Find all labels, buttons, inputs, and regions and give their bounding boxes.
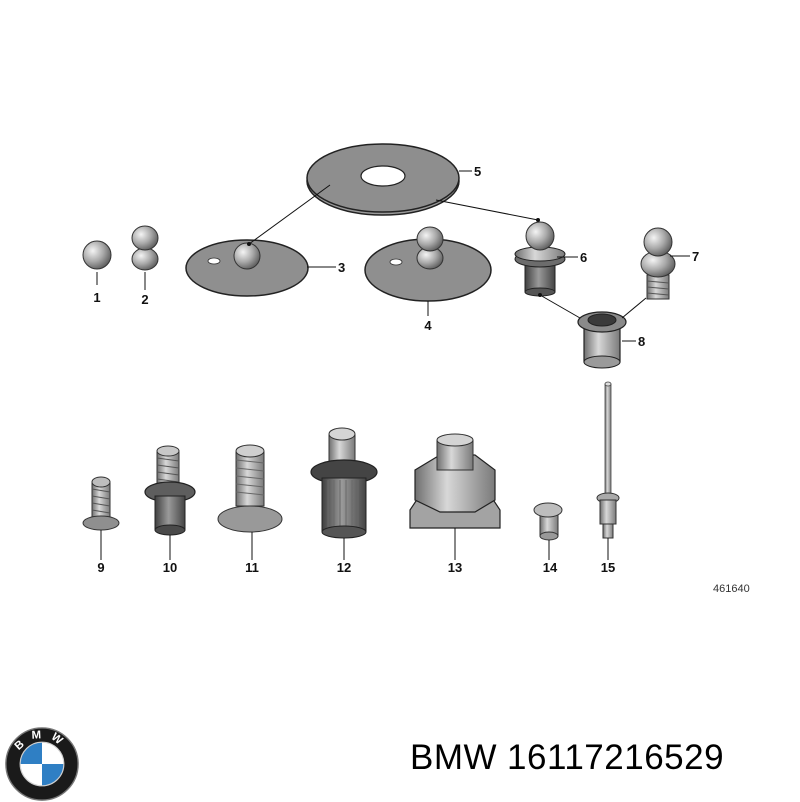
callout-5: 5 [474,164,481,179]
leader-dots [247,218,542,297]
part-8-rivet-nut [577,311,627,369]
callout-1: 1 [93,290,100,305]
part-5-washer [306,143,460,216]
caption-part-number: 16117216529 [507,738,725,777]
part-2-double-ball [131,225,159,271]
callout-9: 9 [97,560,104,575]
figure-number: 461640 [713,583,750,595]
callout-2: 2 [141,292,148,307]
callout-10: 10 [163,560,177,575]
callout-13: 13 [448,560,462,575]
callout-12: 12 [337,560,351,575]
logo-quadrant-tl [20,742,42,764]
part-15-blind-rivet [596,381,620,539]
callout-15: 15 [601,560,615,575]
part-12-press-in-stud [310,427,378,539]
callout-7: 7 [692,249,699,264]
leader-lines [96,170,690,560]
bmw-logo: BMW [5,727,79,801]
callout-6: 6 [580,250,587,265]
part-9-screw [82,476,120,531]
callout-8: 8 [638,334,645,349]
part-3-plate-with-ball [185,239,309,297]
part-7-threaded-ball-stud [640,227,676,300]
part-11-bolt-with-washer [217,444,283,533]
part-14-plug [533,502,563,541]
callout-3: 3 [338,260,345,275]
part-10-stud-with-nut [144,445,196,536]
part-1-ball [82,240,112,270]
callout-14: 14 [543,560,558,575]
callout-4: 4 [424,318,432,333]
logo-quadrant-br [42,764,64,786]
caption-brand: BMW [410,738,498,777]
part-4-plate-with-double-ball [364,226,492,302]
callout-11: 11 [245,560,259,575]
part-6-ball-stud [514,221,566,297]
part-13-cage-nut [409,433,501,529]
